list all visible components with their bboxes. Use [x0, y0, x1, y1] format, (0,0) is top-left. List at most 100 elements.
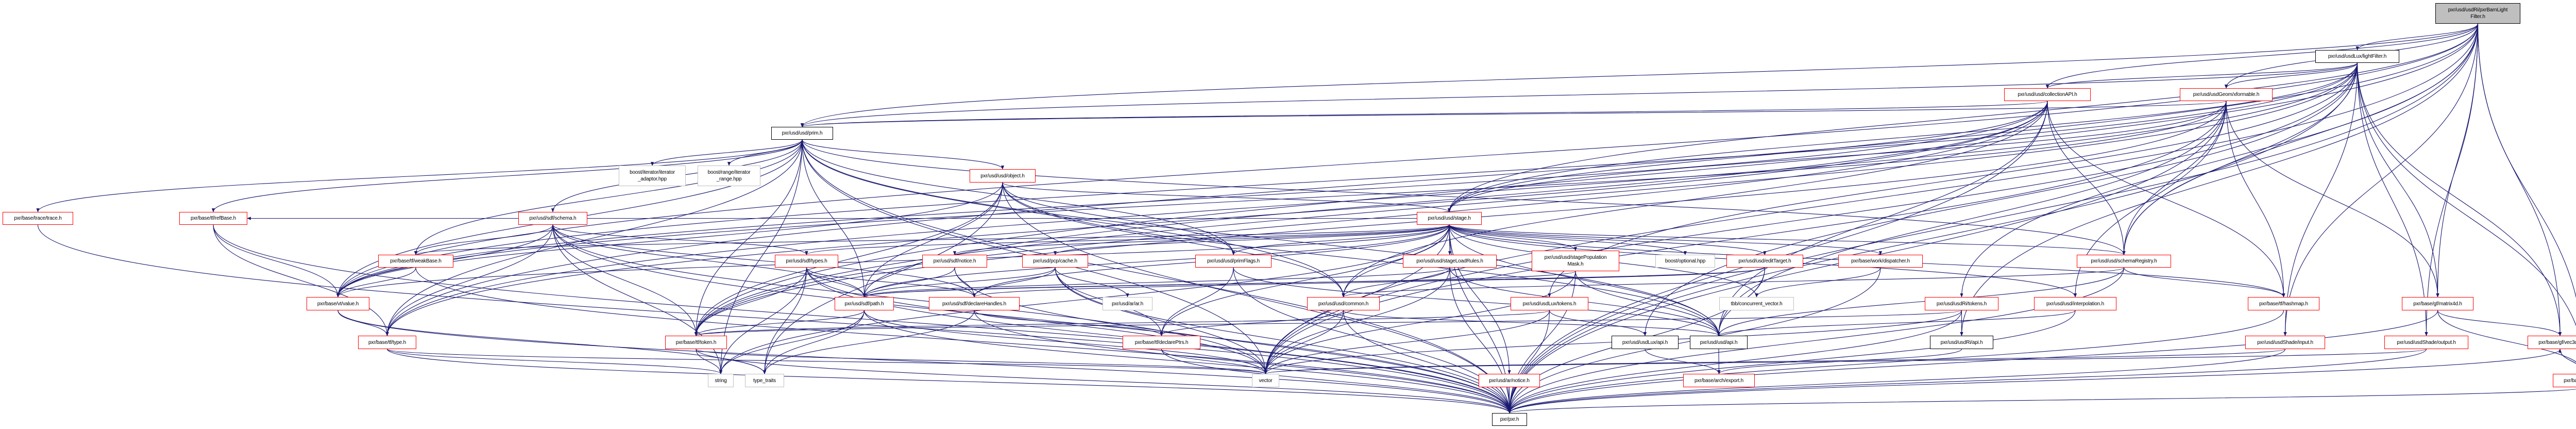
edge-lightFilter-to-vec3d: [2357, 62, 2562, 336]
node-ar-h[interactable]: pxr/usd/ar/ar.h: [1103, 297, 1153, 310]
node-declarehandles-h[interactable]: pxr/usd/sdf/declareHandles.h: [929, 297, 1020, 310]
edge-collectionAPI-to-prim: [801, 101, 2048, 127]
node-sdf-schema-h[interactable]: pxr/usd/sdf/schema.h: [518, 212, 587, 225]
node-declareptrs-h[interactable]: pxr/base/tf/declarePtrs.h: [1123, 336, 1200, 349]
edge-trace-to-pxr: [37, 224, 1511, 414]
node-iterator-adaptor-hpp[interactable]: boost/iterator/iterator _adaptor.hpp: [619, 166, 686, 186]
edge-prim-to-type: [385, 139, 803, 336]
node-xformable-h[interactable]: pxr/usd/usdGeom/xformable.h: [2180, 88, 2273, 101]
node-object-h[interactable]: pxr/usd/usd/object.h: [970, 169, 1036, 183]
node-concurrent-vector-h[interactable]: tbb/concurrent_vector.h: [1719, 297, 1794, 310]
node-prim-h[interactable]: pxr/usd/usd/prim.h: [771, 127, 833, 140]
edge-vec3f-to-vec3d: [2558, 349, 2576, 364]
edge-luxTokens-to-token: [694, 310, 1550, 336]
node-usdlux-api-h[interactable]: pxr/usd/usdLux/api.h: [1612, 336, 1679, 349]
node-usdri-api-h[interactable]: pxr/usd/usdRi/api.h: [1930, 336, 1993, 349]
edge-lightFilter-to-token: [694, 62, 2358, 336]
node-weakbase-h[interactable]: pxr/base/tf/weakBase.h: [378, 255, 453, 268]
node-iterator-range-hpp[interactable]: boost/range/iterator _range.hpp: [698, 166, 760, 186]
edge-declareHandles-to-typeTraits: [762, 310, 975, 374]
edge-object-to-token: [694, 182, 1003, 336]
node-sdf-path-h[interactable]: pxr/usd/sdf/path.h: [835, 297, 894, 310]
node-schemaregistry-h[interactable]: pxr/usd/usd/schemaRegistry.h: [2077, 255, 2171, 268]
edge-schemaRegistry-to-common: [1342, 267, 2125, 298]
node-sdf-types-h[interactable]: pxr/usd/sdf/types.h: [775, 255, 838, 268]
edge-primFlags-to-pxr: [1233, 267, 1512, 414]
node-vector[interactable]: vector: [1252, 374, 1279, 387]
edge-lightFilter-to-vec3f: [2357, 62, 2576, 327]
edge-pcpCache-to-path: [862, 267, 1056, 298]
edge-schemaRegistry-to-pxr: [1507, 267, 2125, 414]
edge-prim-to-object: [802, 139, 1004, 170]
node-vec3f-h[interactable]: pxr/base/gf/vec3f.h: [2553, 374, 2576, 387]
edge-weakBase-to-value: [336, 267, 416, 298]
edge-collectionAPI-to-hashmap: [2047, 101, 2285, 298]
node-tf-token-h[interactable]: pxr/base/tf/token.h: [665, 336, 727, 349]
node-usdlux-tokens-h[interactable]: pxr/usd/usdLux/tokens.h: [1511, 297, 1588, 310]
edge-xformable-to-hashmap: [2226, 101, 2285, 298]
node-usdshade-output-h[interactable]: pxr/usd/usdShade/output.h: [2384, 336, 2468, 349]
node-hashmap-h[interactable]: pxr/base/tf/hashmap.h: [2248, 297, 2319, 310]
edge-lightFilter-to-output: [2357, 62, 2428, 336]
node-pcp-cache-h[interactable]: pxr/usd/pcp/cache.h: [1022, 255, 1088, 268]
edge-xformable-to-matrix4d: [2226, 101, 2439, 298]
node-common-h[interactable]: pxr/usd/usd/common.h: [1307, 297, 1380, 310]
edge-stage-to-value: [336, 224, 1450, 298]
edge-object-to-value: [336, 182, 1003, 298]
edge-lightFilter-to-xformable: [2224, 62, 2358, 89]
edge-xformable-to-prim: [801, 101, 2227, 127]
node-stagepopulationmask-h[interactable]: pxr/usd/usd/stagePopulation Mask.h: [1532, 251, 1619, 271]
edge-root-to-riApi: [1960, 23, 2479, 336]
edge-luxTokens-to-pxr: [1507, 310, 1550, 414]
edge-stageLoadRules-to-common: [1342, 267, 1450, 298]
edge-prim-to-string: [719, 139, 803, 374]
node-vec3d-h[interactable]: pxr/base/gf/vec3d.h: [2528, 336, 2576, 349]
node-matrix4d-h[interactable]: pxr/base/gf/matrix4d.h: [2402, 297, 2473, 310]
node-tf-type-h[interactable]: pxr/base/tf/type.h: [358, 336, 416, 349]
edge-type-to-vector: [386, 349, 1267, 374]
node-dispatcher-h[interactable]: pxr/base/work/dispatcher.h: [1838, 255, 1923, 268]
node-collectionapi-h[interactable]: pxr/usd/usd/collectionAPI.h: [2004, 88, 2091, 101]
node-string[interactable]: string: [708, 374, 734, 387]
edge-root-to-token: [694, 23, 2479, 336]
edge-prim-to-refBase: [212, 139, 803, 212]
node-trace-h[interactable]: pxr/base/trace/trace.h: [3, 212, 73, 225]
node-sdf-notice-h[interactable]: pxr/usd/sdf/notice.h: [922, 255, 987, 268]
edge-xformable-to-stage: [1448, 101, 2227, 212]
edge-xformable-to-usdApi: [1717, 101, 2227, 336]
edge-pcpCache-to-ar: [1055, 267, 1129, 298]
edge-stagePopMask-to-vector: [1264, 271, 1576, 374]
node-lightfilter-h[interactable]: pxr/usd/usdLux/lightFilter.h: [2315, 50, 2399, 63]
edge-vec3d-to-vec3f: [2560, 349, 2576, 364]
node-pxrbarnlightfilter-h[interactable]: pxr/usd/usdRi/pxrBarnLight Filter.h: [2435, 3, 2520, 24]
edge-schema-to-vector: [552, 224, 1267, 374]
node-usdshade-input-h[interactable]: pxr/usd/usdShade/input.h: [2245, 336, 2325, 349]
edge-stage-to-usdApi: [1449, 224, 1721, 336]
node-pxr-h[interactable]: pxr/pxr.h: [1492, 413, 1527, 426]
edge-vec3d-to-pxr: [1508, 349, 2561, 414]
edge-common-to-vector: [1264, 310, 1344, 374]
edge-root-to-collectionAPI: [2046, 23, 2479, 89]
node-boost-optional-hpp[interactable]: boost/optional.hpp: [1655, 255, 1715, 268]
edge-token-to-pxr: [696, 349, 1511, 414]
edge-dispatcher-to-concurrentVector: [1755, 267, 1881, 298]
edge-type-to-pxr: [386, 349, 1511, 414]
node-refbase-h[interactable]: pxr/base/tf/refBase.h: [179, 212, 247, 225]
edge-stage-to-dispatcher: [1449, 224, 1882, 255]
edge-root-to-prim: [801, 23, 2479, 127]
node-primflags-h[interactable]: pxr/usd/usd/primFlags.h: [1195, 255, 1272, 268]
node-vt-value-h[interactable]: pxr/base/vt/value.h: [307, 297, 369, 310]
node-stage-h[interactable]: pxr/usd/usd/stage.h: [1417, 212, 1482, 225]
edge-prim-to-pxr: [802, 139, 1512, 414]
node-usd-api-h[interactable]: pxr/usd/usd/api.h: [1690, 336, 1748, 349]
node-usdri-tokens-h[interactable]: pxr/usd/usdRi/tokens.h: [1925, 297, 1998, 310]
edge-object-to-typeTraits: [762, 182, 1003, 374]
node-stageloadrules-h[interactable]: pxr/usd/usd/stageLoadRules.h: [1403, 255, 1497, 268]
node-edittarget-h[interactable]: pxr/usd/usd/editTarget.h: [1726, 255, 1803, 268]
edge-root-to-output: [2425, 23, 2479, 336]
node-arch-export-h[interactable]: pxr/base/arch/export.h: [1683, 374, 1755, 387]
node-ar-notice-h[interactable]: pxr/usd/ar/notice.h: [1479, 374, 1540, 387]
node-type-traits[interactable]: type_traits: [745, 374, 784, 387]
edge-value-to-type: [337, 310, 389, 336]
node-interpolation-h[interactable]: pxr/usd/usd/interpolation.h: [2034, 297, 2116, 310]
